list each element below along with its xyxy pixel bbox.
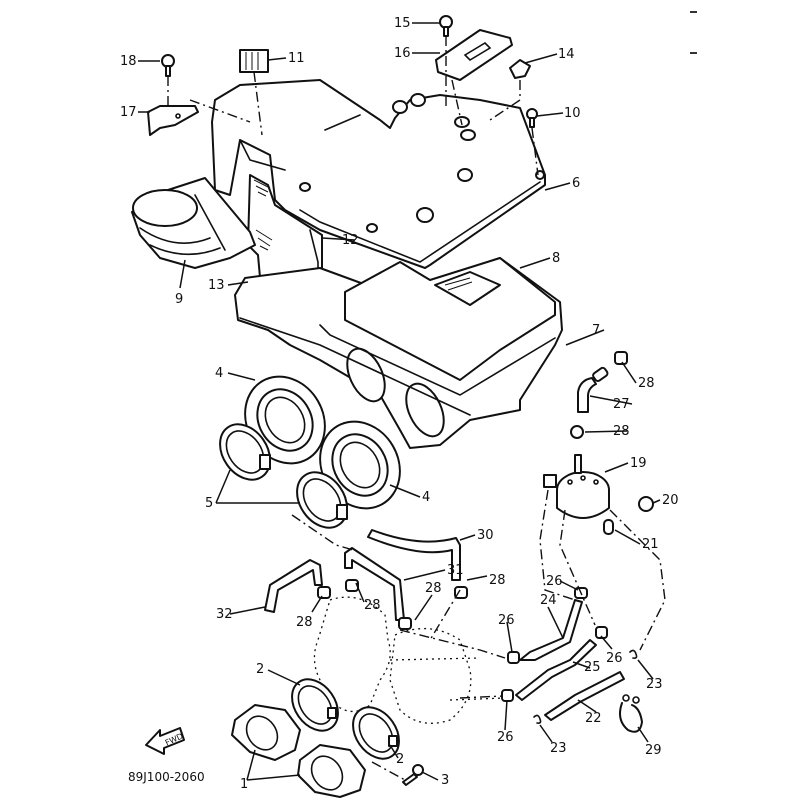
callout-27: 27	[613, 397, 630, 412]
callout-17: 17	[120, 105, 137, 120]
callout-23-b: 23	[550, 741, 567, 756]
callout-30: 30	[477, 528, 494, 543]
callout-26-b: 26	[498, 613, 515, 628]
callout-28-d: 28	[296, 615, 313, 630]
air-duct	[131, 177, 256, 269]
carburetor-outline	[313, 596, 506, 724]
hose-30	[367, 529, 461, 581]
callout-23-a: 23	[646, 677, 663, 692]
callout-6: 6	[572, 176, 581, 191]
stay-plate-16	[435, 29, 513, 81]
callout-28-a: 28	[638, 376, 655, 391]
hose-27	[577, 366, 609, 413]
carburetor-joint-1-lower	[297, 744, 366, 798]
hose-holder-29	[619, 694, 643, 733]
bolt-15	[439, 15, 453, 37]
screw-3	[402, 764, 424, 786]
callout-24: 24	[540, 593, 557, 608]
callout-26-a: 26	[546, 574, 563, 589]
leader-lines	[138, 22, 661, 781]
callout-1: 1	[240, 777, 249, 792]
callout-14: 14	[558, 47, 575, 62]
callout-16: 16	[394, 46, 411, 61]
callout-13: 13	[208, 278, 225, 293]
callout-32: 32	[216, 607, 233, 622]
band-clamp-upper	[219, 423, 271, 481]
band-2-lower	[352, 706, 400, 760]
callout-2-b: 2	[396, 752, 405, 767]
callout-7: 7	[592, 323, 601, 338]
callout-12: 12	[342, 233, 359, 248]
callout-4-a: 4	[215, 366, 224, 381]
clip-28-upper	[614, 351, 628, 365]
bracket-17	[147, 105, 199, 136]
air-filter-case-cap	[211, 79, 546, 269]
fwd-arrow-icon	[145, 727, 185, 755]
callout-21: 21	[642, 537, 659, 552]
air-filter-case	[234, 257, 563, 449]
clip-28-lower	[570, 425, 584, 439]
band-clamp-lower	[296, 471, 348, 529]
fuel-hose-25	[515, 639, 597, 701]
callout-15: 15	[394, 16, 411, 31]
callout-26-d: 26	[497, 730, 514, 745]
assembly-lines	[167, 36, 666, 781]
callout-3: 3	[441, 773, 450, 788]
nut-clip-14	[509, 59, 531, 79]
callout-29: 29	[645, 743, 662, 758]
collar-21	[603, 519, 614, 535]
callout-28-f: 28	[425, 581, 442, 596]
callout-9: 9	[175, 292, 184, 307]
screw-10	[526, 108, 538, 128]
callout-20: 20	[662, 493, 679, 508]
margin-mark	[690, 11, 697, 13]
callout-8: 8	[552, 251, 561, 266]
clips-23	[533, 649, 638, 724]
callout-28-b: 28	[613, 424, 630, 439]
band-2-upper	[291, 678, 339, 732]
fuel-hose-22	[544, 671, 625, 721]
callout-10: 10	[564, 106, 581, 121]
clamp-clip-11	[239, 49, 269, 73]
callout-22: 22	[585, 711, 602, 726]
callout-26-c: 26	[606, 651, 623, 666]
fuel-pump-19	[543, 454, 610, 519]
catalog-code: 89J100-2060	[128, 770, 205, 784]
callout-4-b: 4	[422, 490, 431, 505]
carburetor-joint-1-upper	[231, 704, 301, 761]
clips-28-middle	[317, 579, 468, 630]
callout-2-a: 2	[256, 662, 265, 677]
clips-26	[501, 626, 608, 702]
callout-28-e: 28	[364, 598, 381, 613]
callout-19: 19	[630, 456, 647, 471]
callout-28-c: 28	[489, 573, 506, 588]
bolt-18	[161, 54, 175, 77]
margin-mark	[690, 52, 697, 54]
nut-20	[638, 496, 654, 512]
callout-25: 25	[584, 660, 601, 675]
callout-31: 31	[447, 563, 464, 578]
callout-11: 11	[288, 51, 305, 66]
callout-5: 5	[205, 496, 214, 511]
callout-18: 18	[120, 54, 137, 69]
hose-32	[264, 559, 323, 613]
